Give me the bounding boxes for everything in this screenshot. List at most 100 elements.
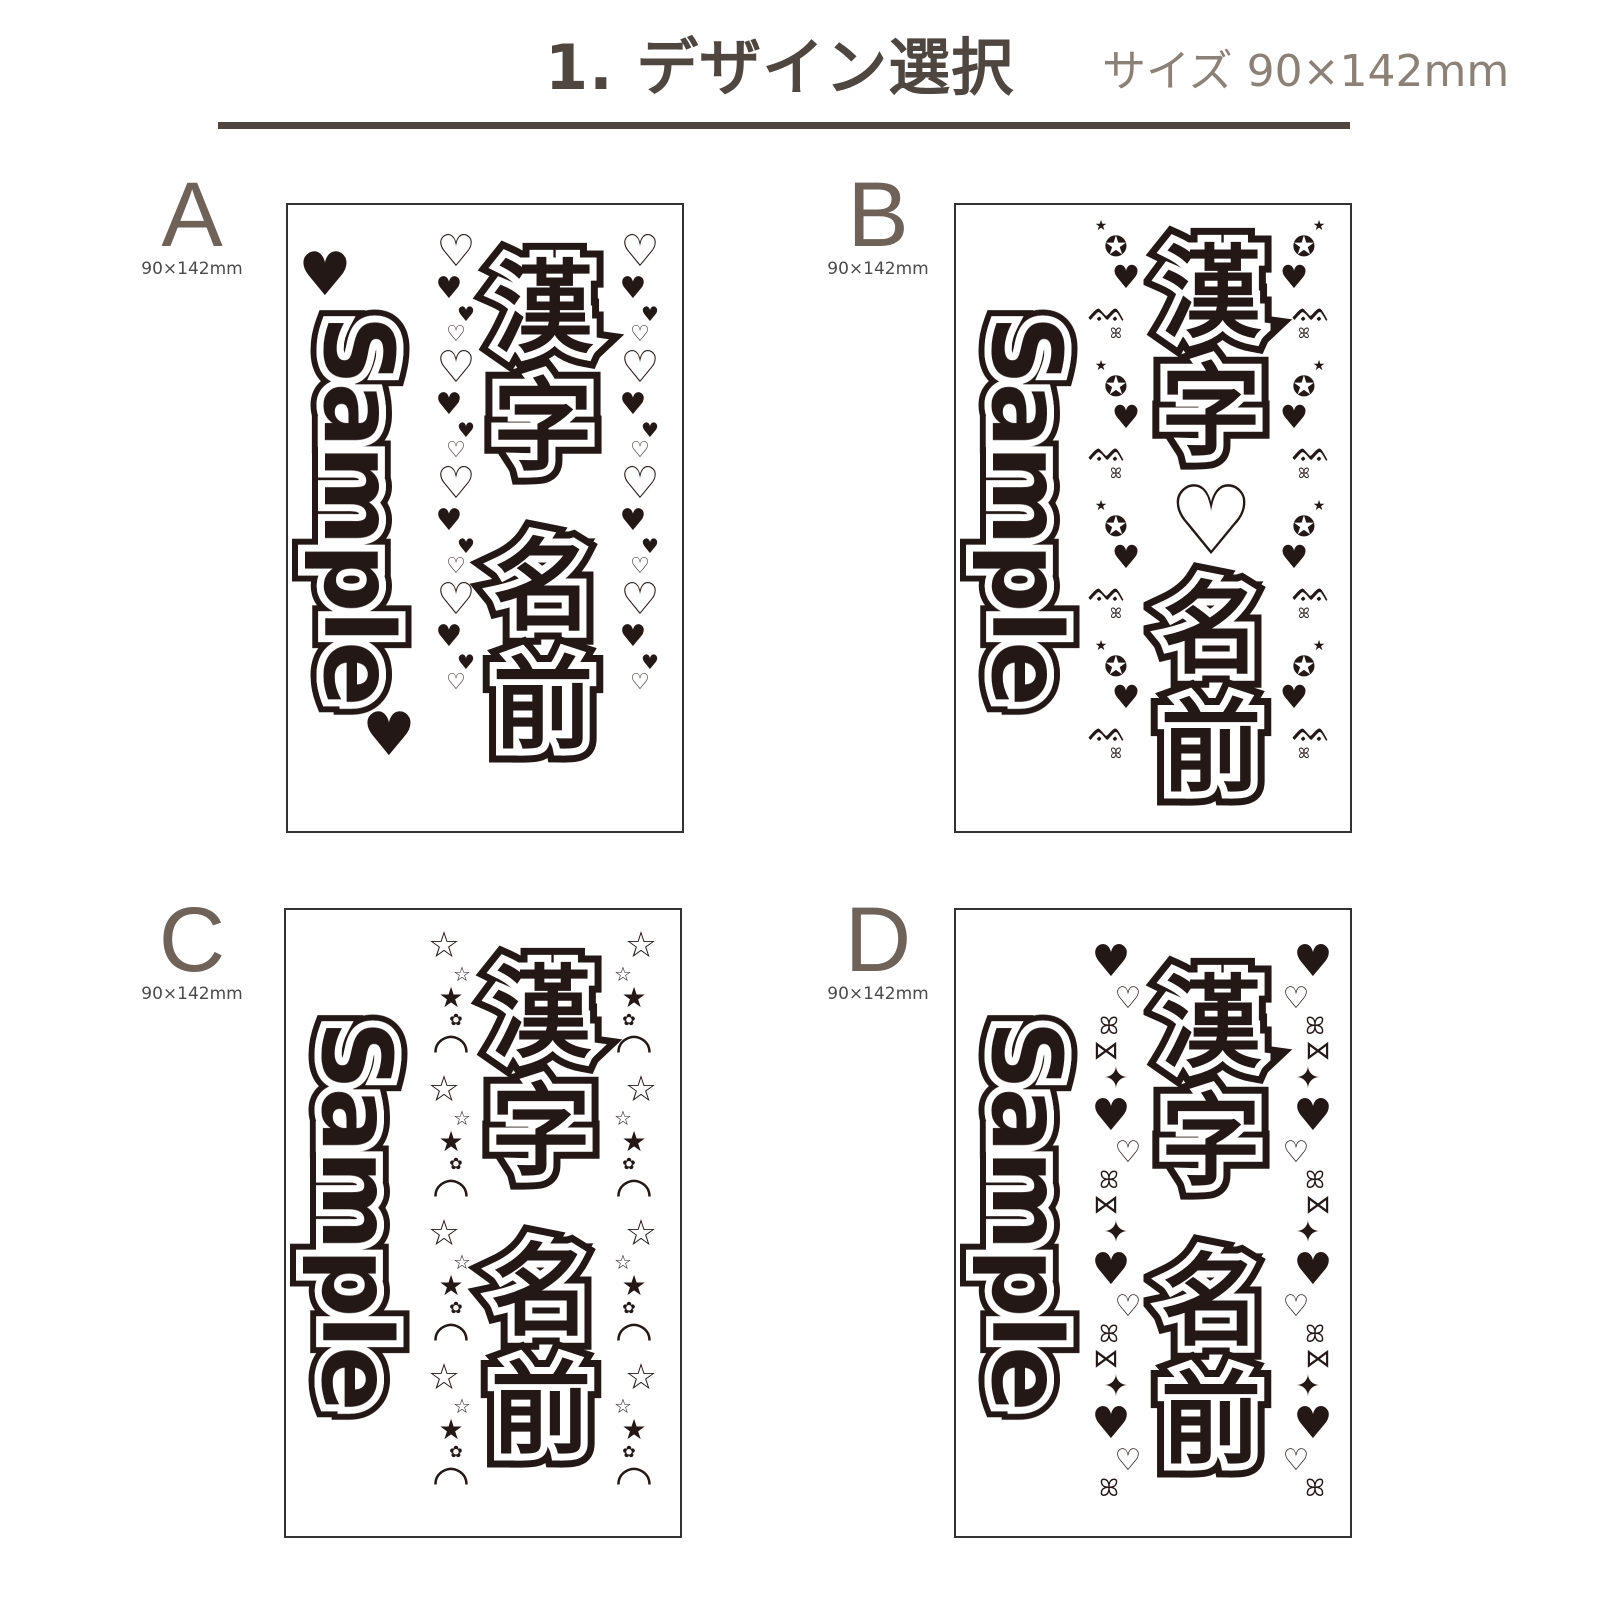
heart-outline-icon: ♡ (630, 554, 650, 579)
kanji-char: 前前前 (477, 1346, 605, 1474)
star-filled-icon: ★ (621, 1269, 647, 1302)
decoration-column-right: ★ ✪ ♥ ᨐ ꕤ ★ ✪ ♥ ᨐ ꕤ ★ ✪ ♥ ᨐ ꕤ ★ ✪ ♥ ᨐ ꕤ (1274, 219, 1334, 761)
star-outline-icon: ☆ (453, 1250, 471, 1274)
star-icon: ★ (1312, 358, 1326, 374)
heart-glossy-icon: ♥ (1293, 936, 1333, 987)
heart-filled-icon: ♥ (1111, 398, 1141, 436)
size-note: サイズ 90×142mm (1102, 46, 1510, 97)
sample-text: Sample Sample Sample (289, 303, 427, 718)
heart-outline-icon: ♡ (620, 342, 660, 393)
design-letter: A (161, 164, 223, 266)
kanji-char: 漢漢漢 (1147, 960, 1275, 1088)
ribbon-icon: ꕤ (1110, 606, 1122, 622)
angel-wing-icon: ᨐ (1087, 570, 1129, 610)
heart-filled-icon: ♥ (1279, 538, 1309, 576)
ribbon-icon: ꕤ (1110, 746, 1122, 762)
bow-icon: ⋈ (1093, 1344, 1119, 1374)
rainbow-icon: ◠ (431, 1168, 471, 1219)
design-letter: C (158, 889, 226, 991)
design-card-b[interactable]: Sample Sample Sample ★ ✪ ♥ ᨐ ꕤ ★ ✪ ♥ ᨐ ꕤ… (954, 203, 1352, 833)
heart-outline-icon: ♡ (630, 670, 650, 695)
flower-icon: ✿ (449, 1010, 463, 1029)
flower-icon: ✿ (622, 1154, 636, 1173)
design-card-a[interactable]: ♥ ♥ Sample Sample Sample ♡ ♥ ♥ ♡ ♡ ♥ ♥ ♡… (286, 203, 684, 833)
star-outline-icon: ☆ (614, 1106, 632, 1130)
heart-outline-icon: ♡ (446, 438, 466, 463)
rainbow-icon: ◠ (614, 1312, 654, 1363)
star-outline-icon: ☆ (614, 1394, 632, 1418)
kanji-name-block: 漢漢漢 字字字 ♡ 名名名 前前前 (1147, 230, 1275, 812)
star-outline-icon: ☆ (624, 925, 658, 966)
heart-glossy-icon: ♥ (1091, 936, 1131, 987)
kanji-char: 漢漢漢 (477, 950, 605, 1078)
kanji-char: 名名名 (1147, 566, 1275, 694)
kanji-char: 前前前 (1147, 684, 1275, 812)
sparkle-icon: ✦ (1295, 1369, 1321, 1404)
bow-icon: ⋈ (1305, 1036, 1331, 1066)
heart-filled-icon: ♥ (641, 534, 659, 558)
heart-filled-icon: ♥ (457, 650, 475, 674)
heart-outline-icon: ♡ (620, 226, 660, 277)
kanji-char: 名名名 (1147, 1238, 1275, 1366)
design-card-c[interactable]: Sample Sample Sample ☆ ☆ ★ ✿ ◠ ☆ ☆ ★ ✿ ◠… (284, 908, 682, 1538)
star-filled-icon: ★ (438, 1413, 464, 1446)
star-outline-icon: ☆ (453, 1394, 471, 1418)
heart-outline-icon: ♡ (436, 226, 476, 277)
bow-icon: ⋈ (1305, 1344, 1331, 1374)
star-outline-icon: ☆ (427, 1213, 461, 1254)
heart-filled-icon: ♥ (619, 619, 647, 654)
ribbon-icon: ꕤ (1298, 746, 1310, 762)
heart-outline-icon: ♡ (630, 438, 650, 463)
angel-wing-icon: ᨐ (1087, 290, 1129, 330)
ribbon-icon: ꕤ (1298, 466, 1310, 482)
ribbon-icon: ꕤ (1305, 1166, 1325, 1194)
kanji-char: 名名名 (477, 1228, 605, 1356)
candy-icon: ✪ (1292, 370, 1316, 403)
heart-outline-icon: ♡ (436, 458, 476, 509)
design-dimensions: 90×142mm (827, 984, 929, 1004)
ribbon-icon: ꕤ (1099, 1320, 1119, 1348)
star-outline-icon: ☆ (427, 1357, 461, 1398)
star-filled-icon: ★ (438, 981, 464, 1014)
star-filled-icon: ★ (621, 1125, 647, 1158)
bow-icon: ⋈ (1093, 1190, 1119, 1220)
heart-filled-icon: ♥ (619, 387, 647, 422)
ribbon-icon: ꕤ (1305, 1320, 1325, 1348)
heart-filled-icon: ♥ (619, 503, 647, 538)
star-outline-icon: ☆ (624, 1213, 658, 1254)
star-icon: ★ (1094, 498, 1108, 514)
heart-filled-icon: ♥ (1111, 678, 1141, 716)
page-title: 1. デザイン選択 (545, 31, 1015, 104)
heart-glossy-icon: ♥ (1091, 1090, 1131, 1141)
heart-filled-icon: ♥ (435, 271, 463, 306)
star-icon: ★ (1312, 218, 1326, 234)
angel-wing-icon: ᨐ (1291, 290, 1333, 330)
rainbow-icon: ◠ (614, 1024, 654, 1075)
star-outline-icon: ☆ (427, 1069, 461, 1110)
heart-outline-icon: ♡ (620, 574, 660, 625)
ribbon-icon: ꕤ (1099, 1474, 1119, 1502)
bow-icon: ⋈ (1305, 1190, 1331, 1220)
bow-icon: ⋈ (1093, 1036, 1119, 1066)
heart-outline-icon: ♡ (1114, 1289, 1142, 1324)
candy-icon: ✪ (1104, 650, 1128, 683)
candy-icon: ✪ (1104, 370, 1128, 403)
star-outline-icon: ☆ (624, 1357, 658, 1398)
flower-icon: ✿ (449, 1442, 463, 1461)
star-filled-icon: ★ (621, 1413, 647, 1446)
heart-filled-icon: ♥ (457, 534, 475, 558)
sparkle-icon: ✦ (1103, 1061, 1129, 1096)
heart-filled-icon: ♥ (457, 302, 475, 326)
heart-filled-icon: ♥ (641, 650, 659, 674)
decoration-column-left: ♥ ♡ ꕤ ⋈ ✦ ♥ ♡ ꕤ ⋈ ✦ ♥ ♡ ꕤ ⋈ ✦ ♥ ♡ ꕤ (1086, 940, 1146, 1501)
heart-filled-icon: ♥ (298, 240, 352, 310)
candy-icon: ✪ (1292, 230, 1316, 263)
heart-filled-icon: ♥ (641, 418, 659, 442)
candy-icon: ✪ (1104, 510, 1128, 543)
star-outline-icon: ☆ (624, 1069, 658, 1110)
design-card-d[interactable]: Sample Sample Sample ♥ ♡ ꕤ ⋈ ✦ ♥ ♡ ꕤ ⋈ ✦… (954, 908, 1352, 1538)
flower-icon: ✿ (622, 1442, 636, 1461)
heart-outline-icon: ♡ (1114, 1135, 1142, 1170)
heart-filled-icon: ♥ (619, 271, 647, 306)
heart-glossy-icon: ♥ (1293, 1398, 1333, 1449)
